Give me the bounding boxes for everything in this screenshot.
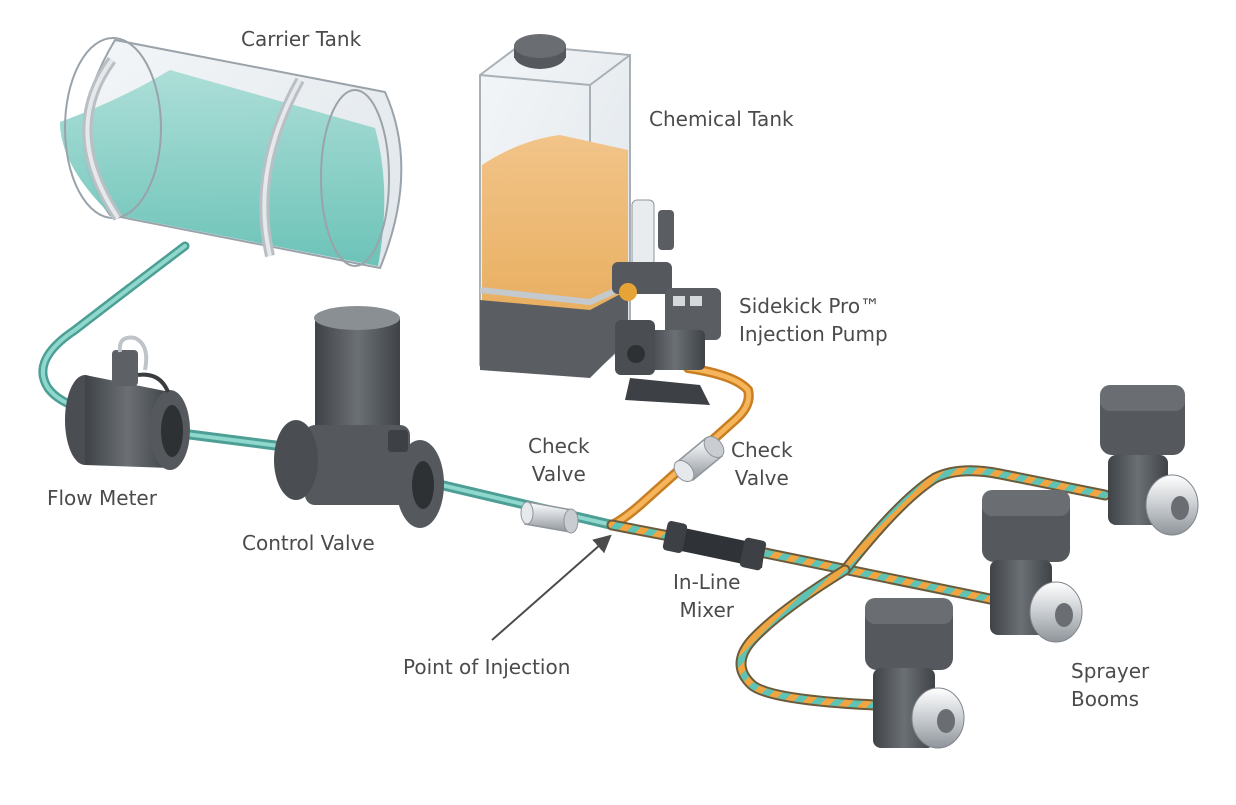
- injection-pump-label-line1: Sidekick Pro™: [739, 294, 881, 318]
- flow-meter: [65, 335, 190, 470]
- carrier-tank-label: Carrier Tank: [241, 27, 362, 51]
- check-valve-2-label-line1: Check: [731, 438, 793, 462]
- check-valve-1-label: Check Valve: [528, 432, 590, 488]
- check-valve-1-label-line2: Valve: [531, 462, 586, 486]
- sprayer-boom-1: [1100, 385, 1199, 536]
- check-valve-2-label-line2: Valve: [734, 466, 789, 490]
- injection-pump-label-line2: Injection Pump: [739, 322, 888, 346]
- inline-mixer-label-line1: In-Line: [673, 570, 741, 594]
- injection-pump: [612, 199, 721, 405]
- injection-arrow: [491, 534, 612, 641]
- sprayer-booms-label-line1: Sprayer: [1071, 659, 1150, 683]
- control-valve-label: Control Valve: [242, 531, 375, 555]
- check-valve-1: [520, 501, 579, 534]
- sprayer-booms-label: Sprayer Booms: [1071, 657, 1149, 713]
- flow-meter-label: Flow Meter: [47, 486, 157, 510]
- check-valve-2-label: Check Valve: [731, 436, 793, 492]
- carrier-pipe: [38, 241, 617, 530]
- check-valve-1-label-line1: Check: [528, 434, 590, 458]
- inline-mixer: [662, 520, 767, 571]
- inline-mixer-label: In-Line Mixer: [673, 568, 740, 624]
- inline-mixer-label-line2: Mixer: [679, 598, 735, 622]
- chemical-tank-label: Chemical Tank: [649, 107, 794, 131]
- point-of-injection-label: Point of Injection: [403, 655, 571, 679]
- check-valve-2: [673, 435, 725, 483]
- injection-pump-label: Sidekick Pro™ Injection Pump: [739, 292, 888, 348]
- carrier-tank: [60, 37, 403, 270]
- chemical-tank: [479, 34, 631, 378]
- control-valve: [274, 306, 444, 528]
- sprayer-boom-3: [865, 598, 965, 749]
- sprayer-booms-label-line2: Booms: [1071, 687, 1140, 711]
- chemical-pipe: [609, 363, 754, 529]
- sprayer-boom-2: [982, 490, 1083, 643]
